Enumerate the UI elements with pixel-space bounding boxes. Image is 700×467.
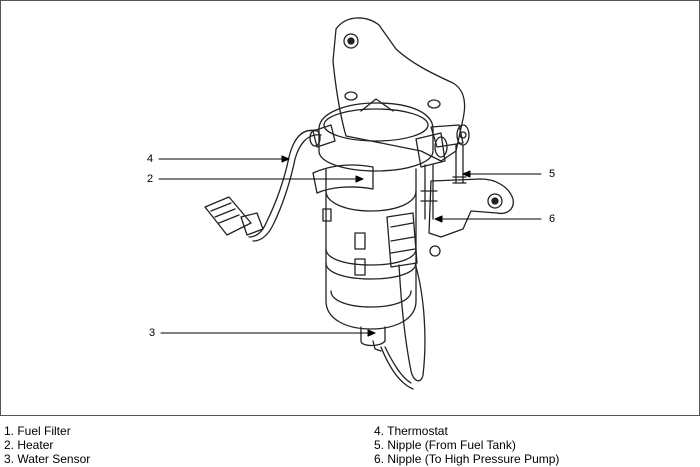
side-bolt xyxy=(429,245,441,257)
water-sensor xyxy=(360,326,386,347)
fuel-filter-diagram: 4 2 3 5 6 xyxy=(0,0,700,416)
callout-6: 6 xyxy=(549,213,556,225)
legend-left: 1. Fuel Filter 2. Heater 3. Water Sensor xyxy=(4,424,90,466)
filter-clip xyxy=(322,208,332,222)
thermostat-wire xyxy=(248,129,318,238)
filter-body xyxy=(325,168,417,330)
side-bracket xyxy=(428,178,514,238)
callout-5: 5 xyxy=(549,168,556,180)
callout-2: 2 xyxy=(147,173,154,185)
fuel-filter-illustration xyxy=(158,17,542,390)
bracket-bolt xyxy=(344,91,358,101)
heater xyxy=(312,164,374,194)
legend-item-nipple-from-fuel-tank: 5. Nipple (From Fuel Tank) xyxy=(374,438,516,452)
legend-right: 4. Thermostat 5. Nipple (From Fuel Tank)… xyxy=(374,424,559,466)
legend-item-thermostat: 4. Thermostat xyxy=(374,424,448,438)
callout-3: 3 xyxy=(149,327,156,339)
thermostat-connector xyxy=(204,196,252,236)
mounting-bracket xyxy=(332,17,466,162)
nipple-to-pump xyxy=(424,164,434,220)
sensor-wire xyxy=(398,262,426,382)
bracket-bolt xyxy=(427,99,441,109)
filter-clip xyxy=(354,258,366,276)
filter-clip xyxy=(354,232,366,250)
legend-item-heater: 2. Heater xyxy=(4,438,54,452)
filter-head xyxy=(318,102,434,172)
side-bracket-hole xyxy=(487,193,503,209)
port-left xyxy=(312,124,336,148)
port-right-2 xyxy=(430,124,464,148)
sensor-connector xyxy=(386,212,418,268)
port-right xyxy=(415,132,446,168)
legend-item-nipple-to-pump: 6. Nipple (To High Pressure Pump) xyxy=(374,452,560,466)
legend-item-water-sensor: 3. Water Sensor xyxy=(4,452,91,466)
legend-item-fuel-filter: 1. Fuel Filter xyxy=(4,424,71,438)
bracket-bolt-hole xyxy=(343,33,359,49)
callout-4: 4 xyxy=(147,153,154,165)
